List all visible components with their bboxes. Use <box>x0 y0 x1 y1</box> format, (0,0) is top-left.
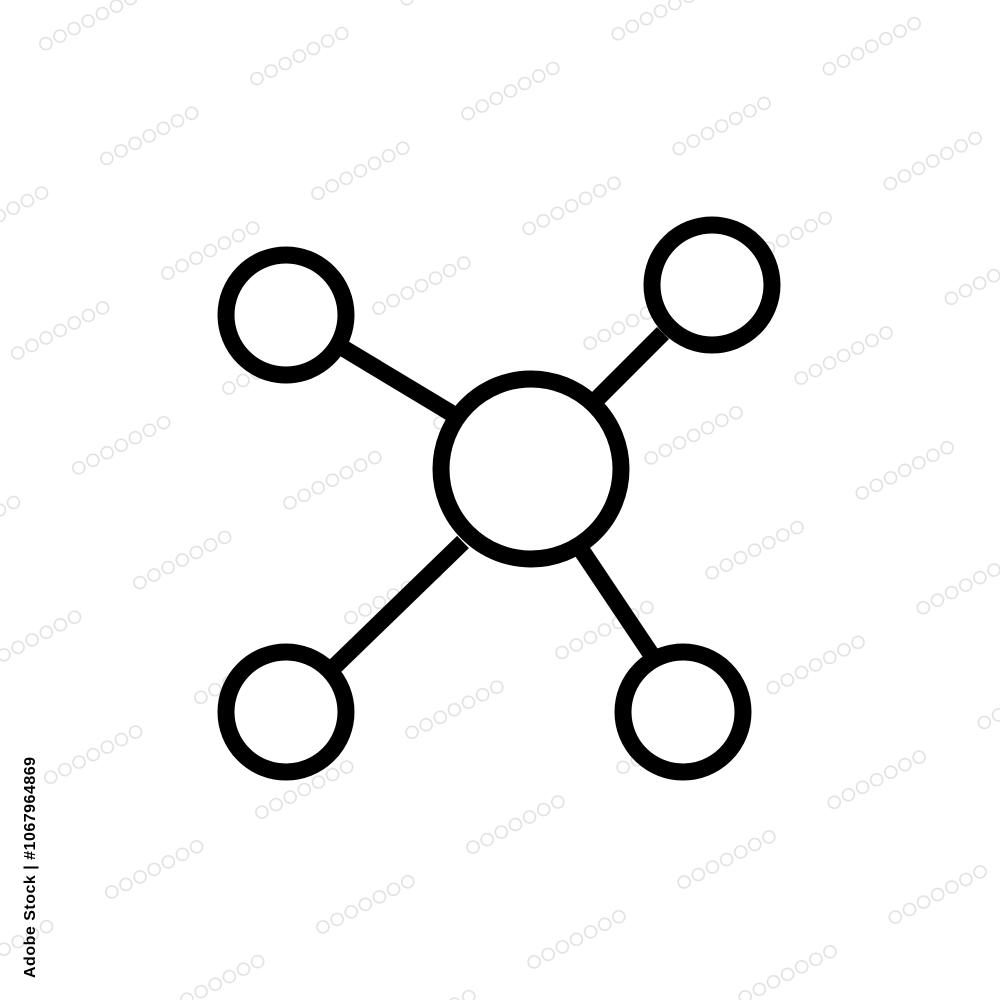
node-top-right <box>643 216 781 354</box>
node-bottom-right <box>614 643 752 781</box>
node-top-left <box>217 246 355 384</box>
stock-id-label: Adobe Stock | #1067964869 <box>22 756 39 978</box>
edge-bottom-left <box>327 535 469 675</box>
edge-bottom-right <box>574 546 663 665</box>
node-bottom-left <box>217 643 355 781</box>
edge-top-right <box>589 326 670 407</box>
hub-node <box>432 370 630 568</box>
edge-top-left <box>338 340 456 421</box>
